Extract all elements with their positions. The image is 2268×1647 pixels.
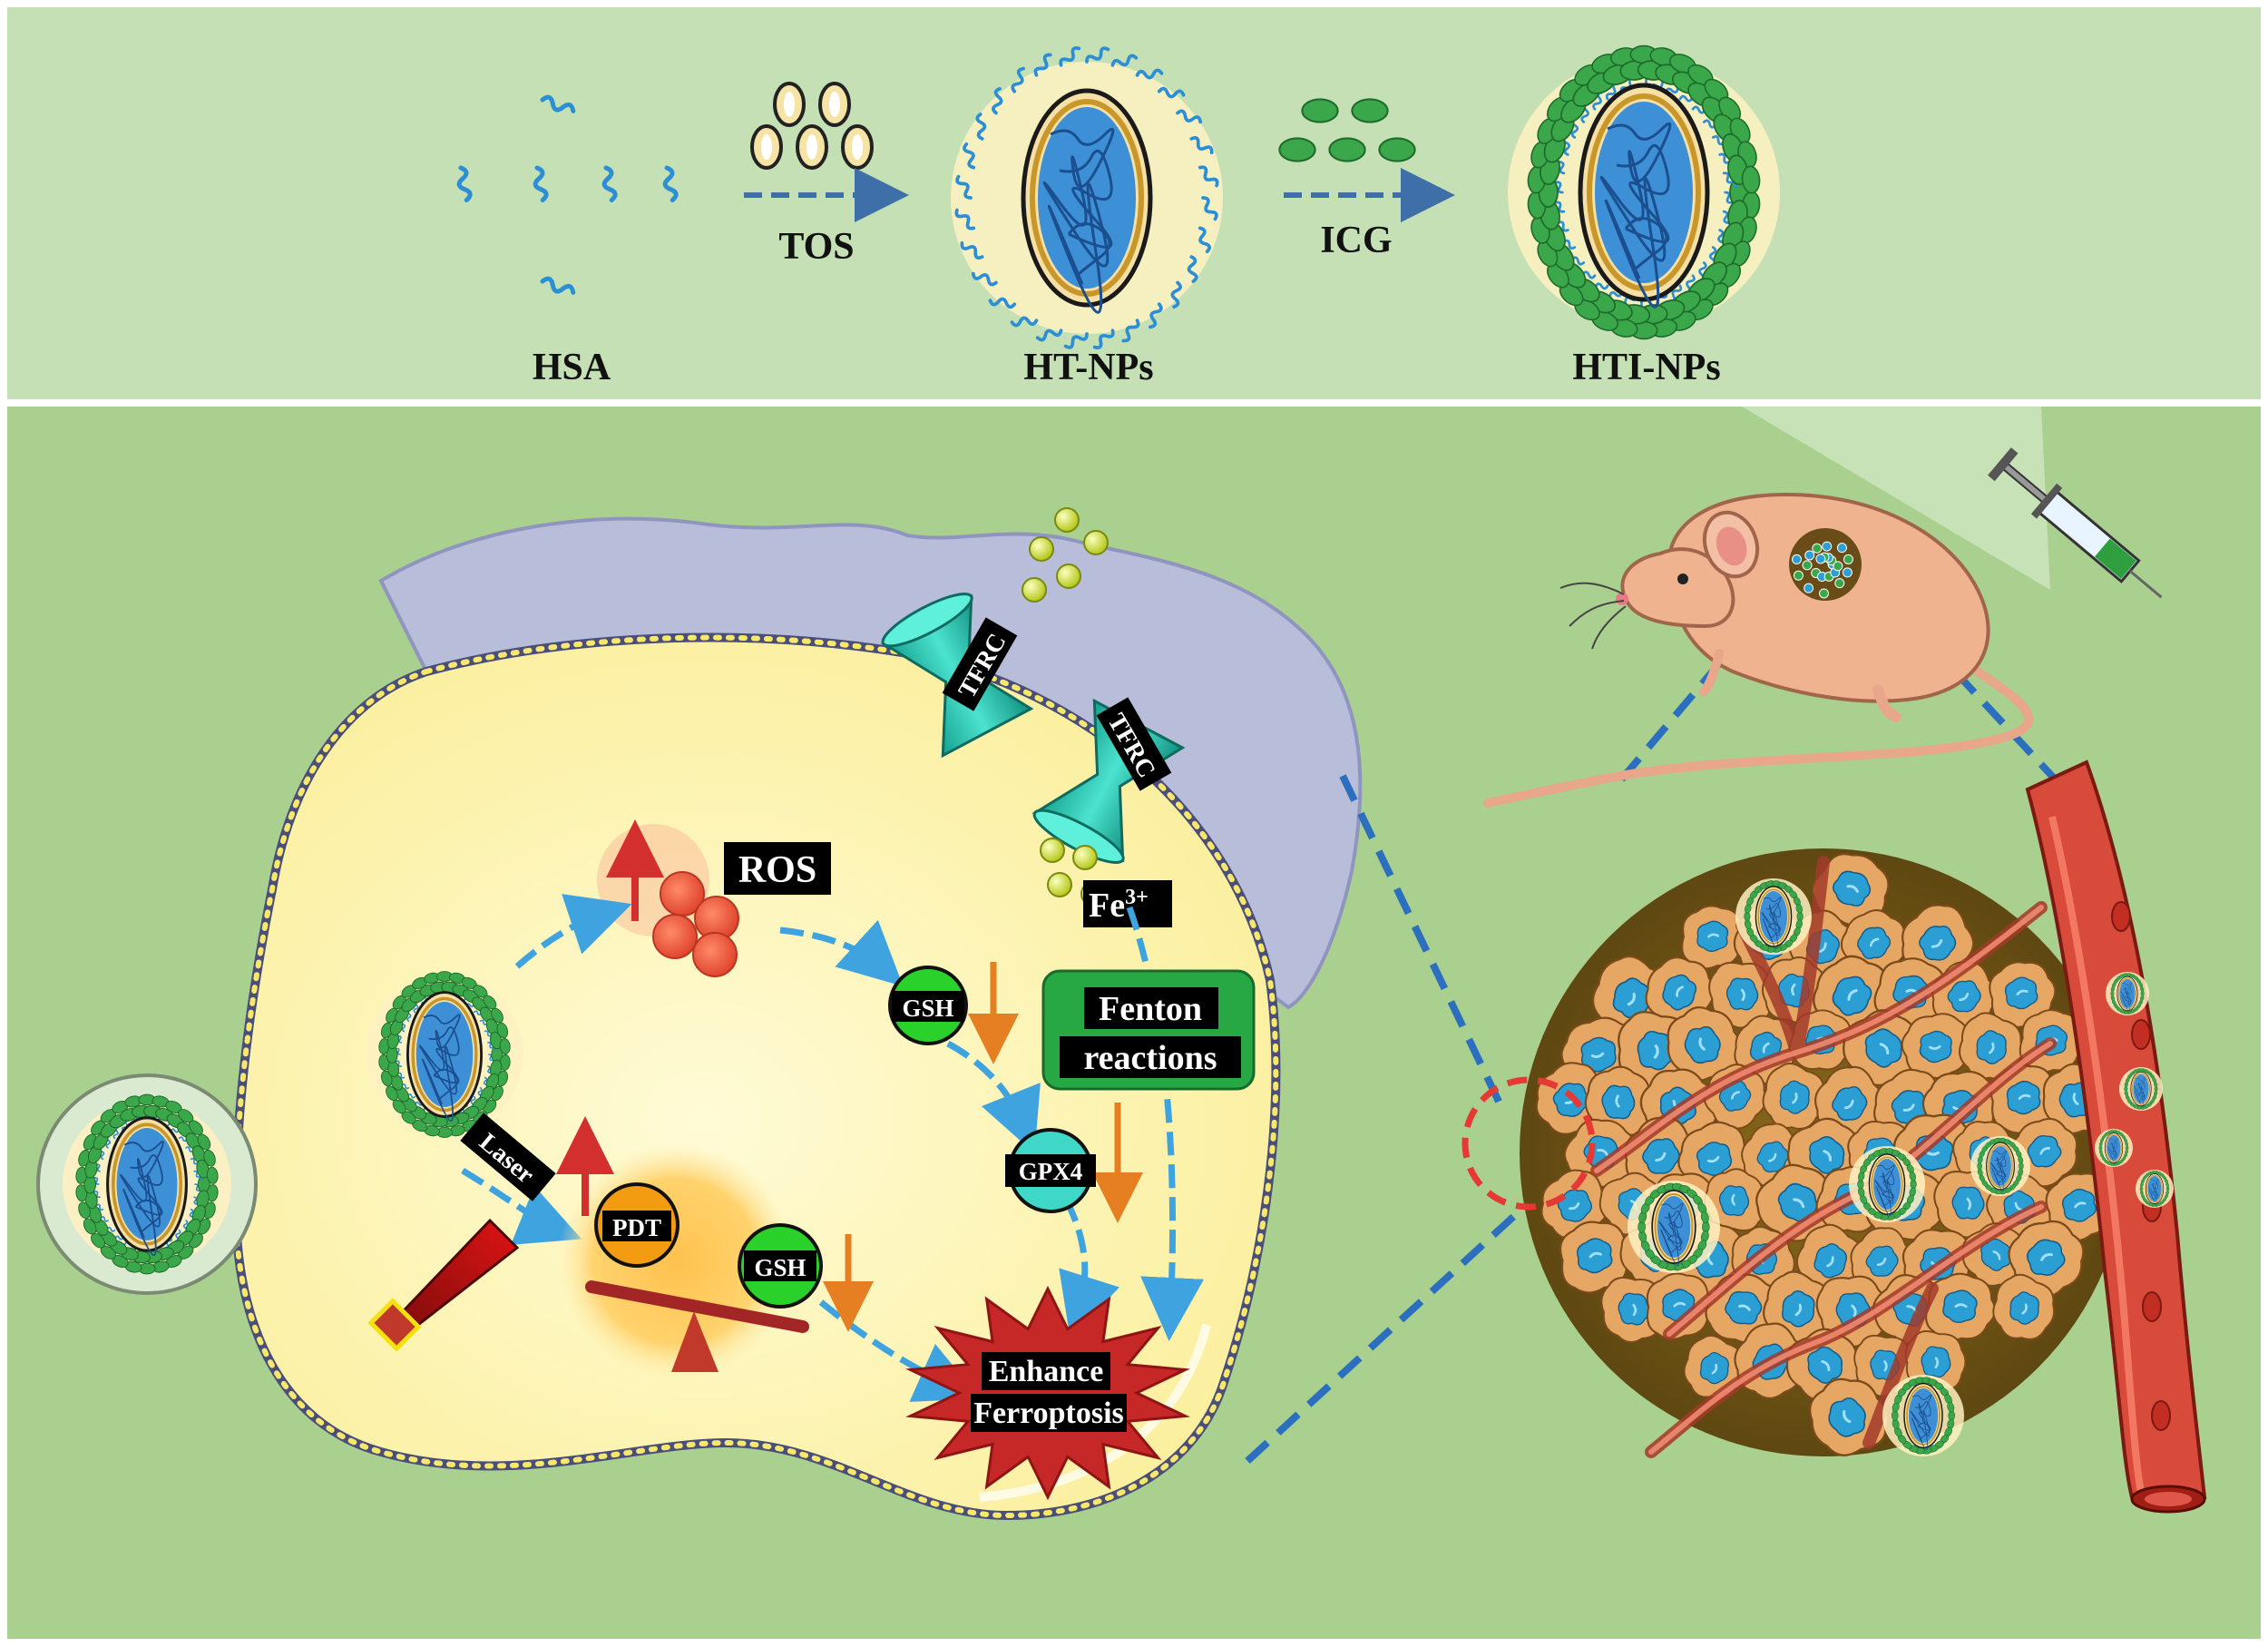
circulating-hti-np	[36, 1073, 258, 1295]
internalized-hti-np	[366, 971, 523, 1138]
highlighted-tumor-cell	[1461, 1076, 1596, 1211]
hsa-label: HSA	[533, 347, 611, 388]
icg-label: ICG	[1320, 220, 1392, 261]
pdt-label: PDT	[612, 1214, 661, 1241]
cancer-cell	[236, 637, 1276, 1515]
ferroptosis-burst: Enhance Ferroptosis	[905, 1285, 1190, 1501]
ferroptosis-label-line1: Enhance	[989, 1355, 1104, 1388]
gsh-node-1: GSH	[888, 966, 968, 1045]
fenton-reactions-box: Fenton reactions	[1041, 969, 1256, 1091]
laser-device	[367, 1218, 520, 1352]
tos-label: TOS	[778, 226, 854, 268]
syringe	[1988, 447, 2163, 599]
zoom-lines-cell	[1245, 774, 1527, 1464]
gsh-node-2: GSH	[738, 1223, 823, 1309]
fe-ions-extracellular	[1022, 507, 1109, 603]
tumor-tissue	[1520, 839, 2127, 1469]
tos-molecules	[750, 82, 874, 170]
ht-np-label: HT-NPs	[1023, 347, 1153, 388]
gsh-label-2: GSH	[754, 1254, 806, 1281]
ros-label: ROS	[738, 849, 816, 891]
hti-np-label: HTI-NPs	[1572, 347, 1720, 388]
membrane-lipids	[232, 634, 1279, 1519]
gpx4-label: GPX4	[1019, 1158, 1083, 1185]
fe-label: Fe3+	[1089, 886, 1149, 925]
hti-np-particle	[1508, 44, 1780, 340]
pdt-node: PDT	[594, 1182, 679, 1268]
laser-label-box: Laser	[460, 1113, 556, 1201]
mouse-model	[1483, 492, 2034, 808]
ros-label-box: ROS	[724, 842, 831, 895]
zoom-callout	[1742, 407, 2050, 590]
fenton-label-line2: reactions	[1083, 1039, 1217, 1077]
fenton-label-line1: Fenton	[1099, 990, 1202, 1028]
blood-vessel	[2025, 760, 2207, 1514]
ht-np-particle	[951, 44, 1223, 352]
ferroptosis-label-line2: Ferroptosis	[973, 1397, 1124, 1430]
fe-label-box: Fe3+	[1083, 880, 1172, 927]
gsh-label-1: GSH	[902, 995, 953, 1022]
gpx4-node: GPX4	[1005, 1128, 1096, 1213]
